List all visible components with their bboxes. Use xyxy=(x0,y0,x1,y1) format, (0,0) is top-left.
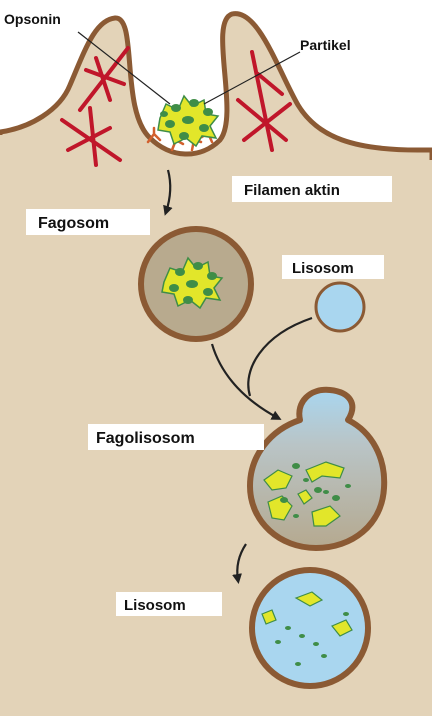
partikel-label: Partikel xyxy=(300,37,351,53)
lisosom-small xyxy=(316,283,364,331)
fagolisosom-label: Fagolisosom xyxy=(96,430,195,447)
filamen-aktin-label: Filamen aktin xyxy=(244,182,340,199)
fagosom-label: Fagosom xyxy=(38,215,109,232)
opsonin-label: Opsonin xyxy=(4,11,61,27)
lisosom-final-vesicle xyxy=(252,570,368,686)
lisosom-final-label: Lisosom xyxy=(124,597,186,614)
particle-initial xyxy=(158,96,218,146)
lisosom-small-label: Lisosom xyxy=(292,260,354,277)
fagosom-vesicle xyxy=(141,229,251,339)
